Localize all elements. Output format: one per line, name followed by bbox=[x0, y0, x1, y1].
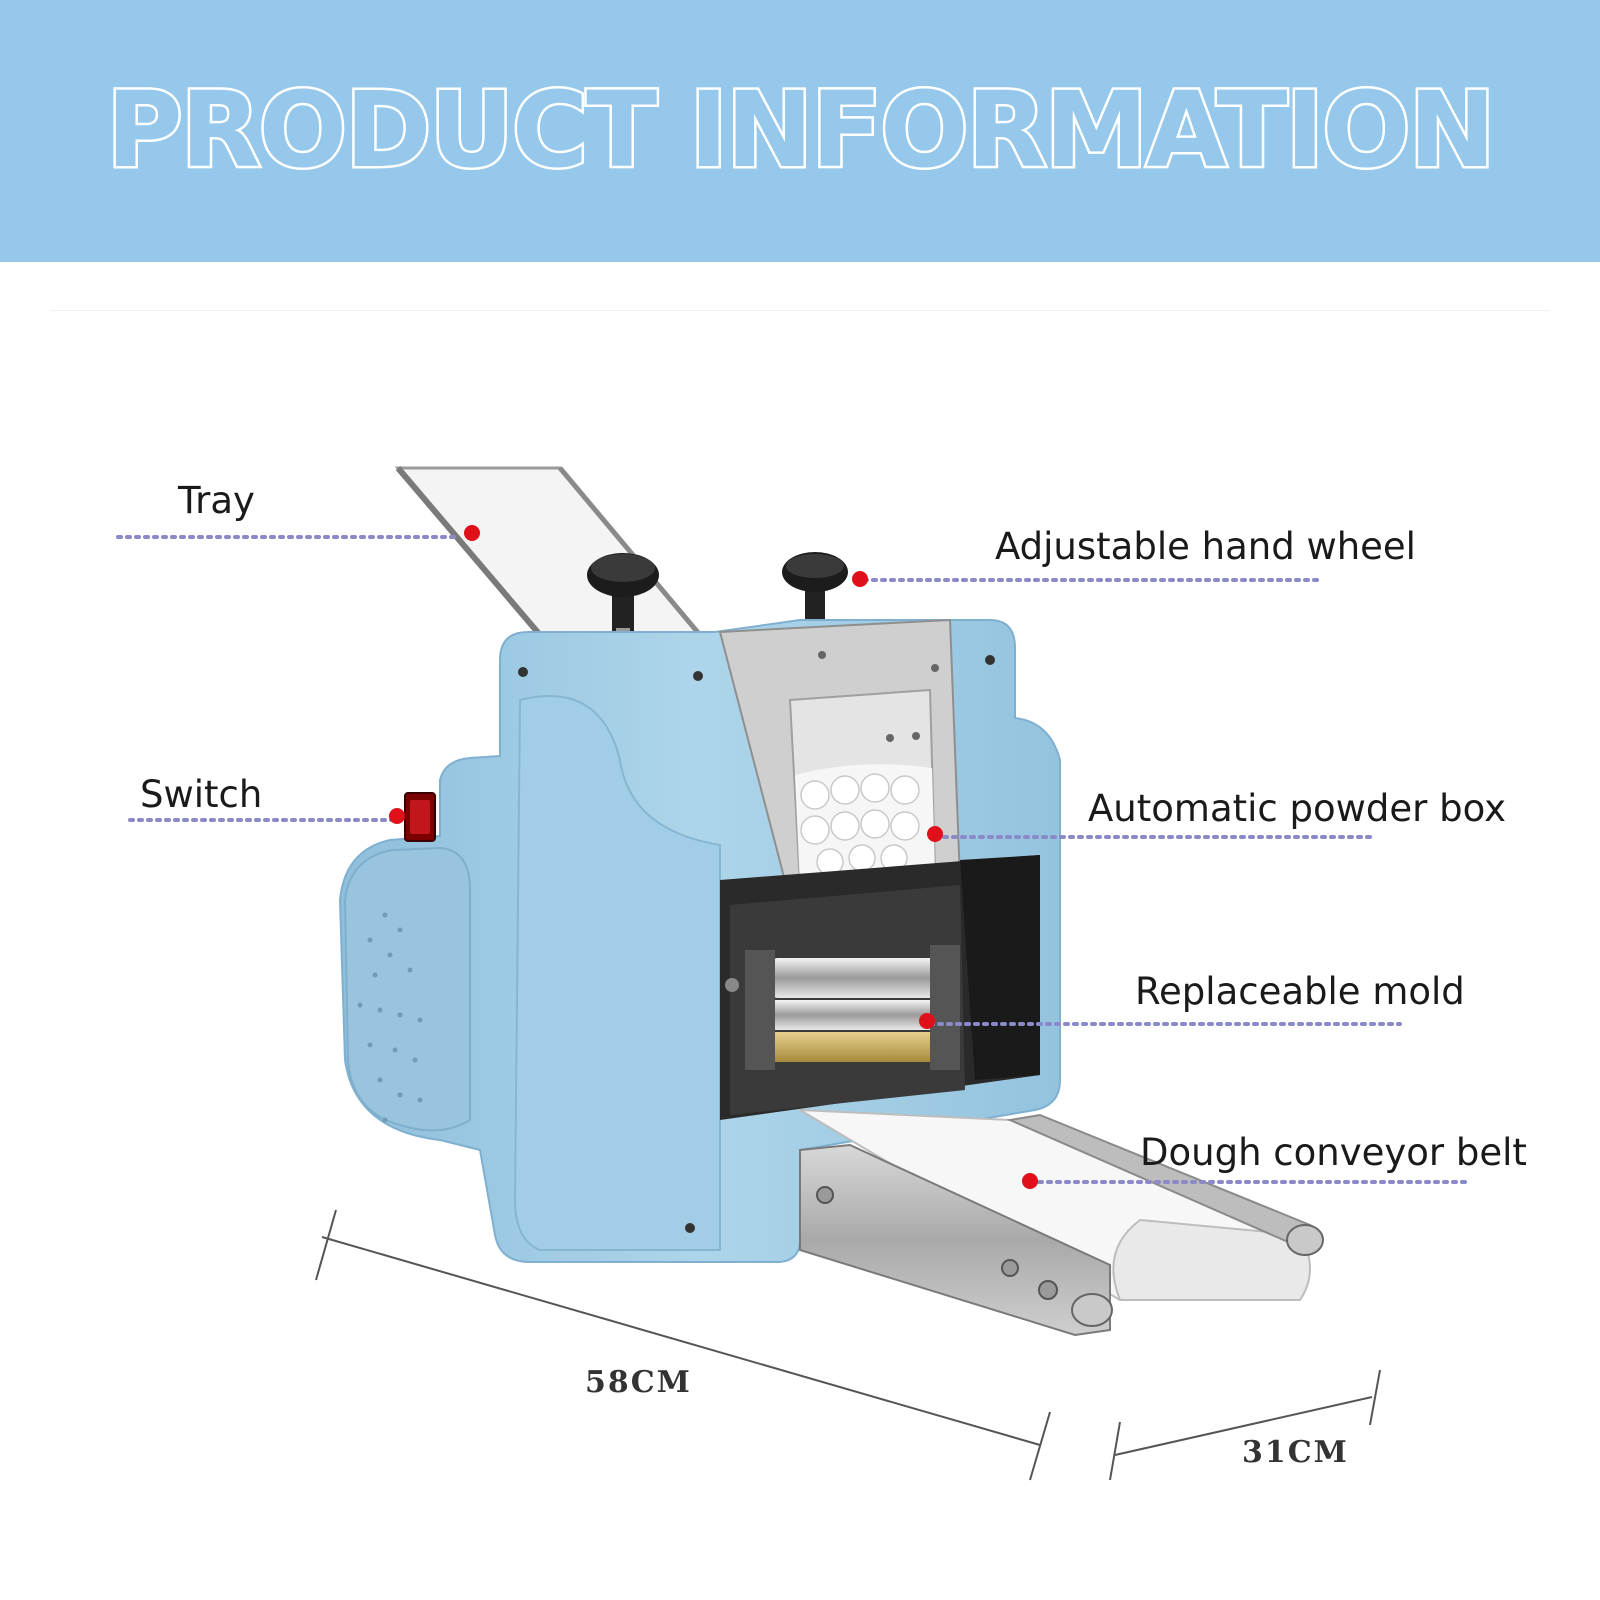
dimension-width: 31CM bbox=[1242, 1435, 1349, 1470]
label-mold: Replaceable mold bbox=[1135, 970, 1465, 1013]
label-tray: Tray bbox=[178, 479, 255, 522]
callout-dots bbox=[389, 525, 1038, 1189]
page-title: PRODUCT INFORMATION bbox=[104, 69, 1498, 191]
label-conveyor: Dough conveyor belt bbox=[1140, 1131, 1527, 1174]
dimension-length: 58CM bbox=[585, 1365, 692, 1400]
dot-conveyor bbox=[1022, 1173, 1038, 1189]
dot-switch bbox=[389, 808, 405, 824]
dot-tray bbox=[464, 525, 480, 541]
dot-mold bbox=[919, 1013, 935, 1029]
header-banner: PRODUCT INFORMATION bbox=[0, 0, 1600, 262]
dough-conveyor-belt bbox=[799, 1109, 1324, 1337]
vent-holes bbox=[357, 912, 423, 1123]
dot-powder-box bbox=[927, 826, 943, 842]
switch-rocker bbox=[404, 792, 436, 842]
tray bbox=[394, 466, 704, 637]
dot-hand-wheel bbox=[852, 571, 868, 587]
hand-wheel-knob-right bbox=[782, 552, 848, 629]
dimension-lines bbox=[315, 1209, 1381, 1481]
leader-lines bbox=[116, 535, 1467, 1184]
label-powder-box: Automatic powder box bbox=[1088, 787, 1507, 830]
label-hand-wheel: Adjustable hand wheel bbox=[995, 525, 1416, 568]
hand-wheel-knob-left bbox=[587, 553, 659, 638]
replaceable-mold bbox=[720, 855, 1040, 1120]
divider bbox=[50, 310, 1550, 311]
powder-box bbox=[718, 618, 962, 902]
label-switch: Switch bbox=[140, 773, 263, 816]
